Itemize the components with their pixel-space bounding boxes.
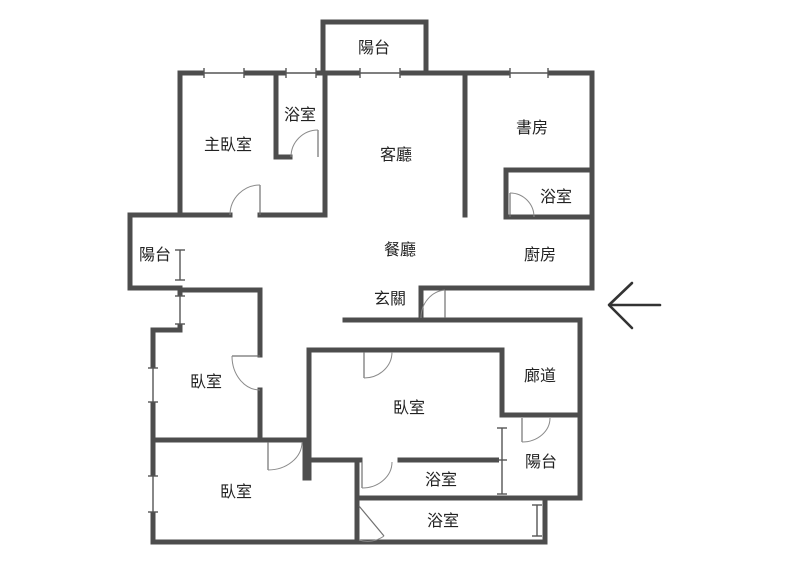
- label-balcony-left: 陽台: [139, 245, 171, 264]
- door-bath-kitchen: [509, 192, 535, 218]
- door-bedroom-center: [363, 351, 393, 379]
- label-dining-room: 餐廳: [384, 240, 416, 259]
- label-corridor: 廊道: [524, 366, 556, 385]
- door-master-bedroom: [229, 184, 261, 216]
- door-entrance: [420, 289, 446, 319]
- label-bedroom-left: 臥室: [190, 372, 222, 391]
- door-bath-master: [290, 129, 319, 158]
- label-living-room: 客廳: [380, 145, 412, 164]
- room-labels: 陽台 浴室 主臥室 客廳 書房 浴室 陽台 餐廳 廚房 玄關 臥室 廊道 臥室 …: [139, 38, 572, 530]
- door-balcony-right: [521, 417, 551, 443]
- walls: [127, 19, 595, 545]
- label-bath-master: 浴室: [284, 105, 316, 124]
- label-study: 書房: [516, 118, 548, 137]
- door-bedroom-bottom-left: [267, 441, 303, 471]
- label-master-bedroom: 主臥室: [204, 135, 252, 154]
- label-bath-center: 浴室: [425, 470, 457, 489]
- label-kitchen: 廚房: [524, 245, 556, 264]
- label-entrance: 玄關: [374, 289, 406, 308]
- windows: [148, 68, 549, 537]
- label-balcony-right: 陽台: [525, 452, 557, 471]
- door-bath-center: [361, 461, 393, 489]
- label-bedroom-bottom-left: 臥室: [220, 482, 252, 501]
- arrow-left-icon: [607, 281, 662, 330]
- doors: [229, 129, 551, 542]
- door-bath-bottom: [358, 505, 385, 542]
- label-balcony-top: 陽台: [358, 38, 390, 57]
- label-bath-bottom: 浴室: [427, 511, 459, 530]
- label-bath-kitchen-side: 浴室: [540, 187, 572, 206]
- door-bedroom-left: [231, 355, 261, 391]
- label-bedroom-center: 臥室: [393, 398, 425, 417]
